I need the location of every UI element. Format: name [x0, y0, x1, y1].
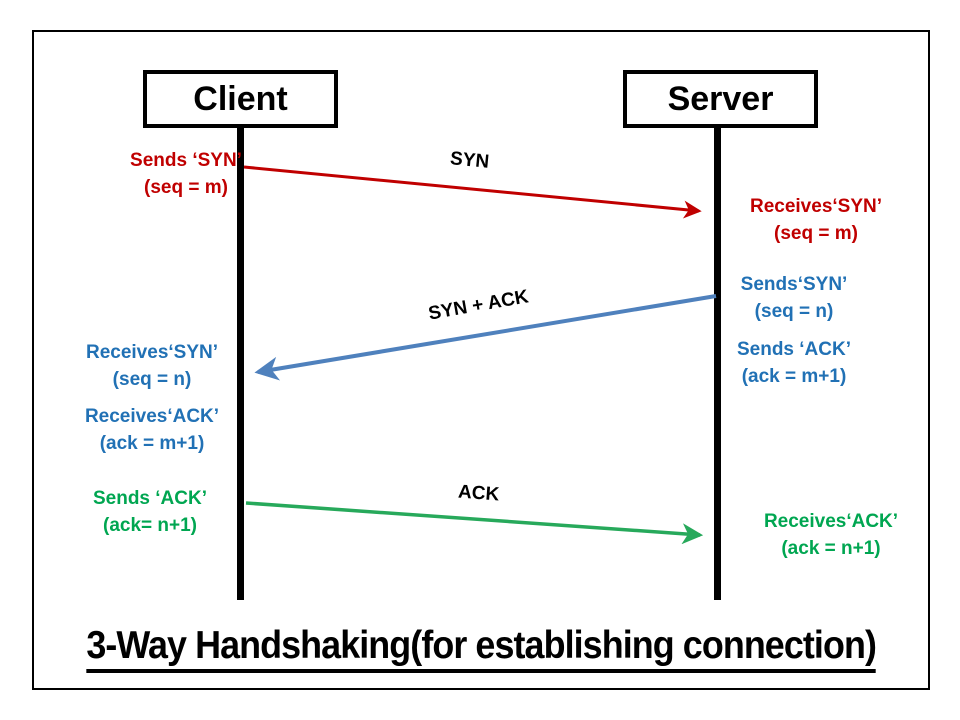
note-line: (ack = m+1) — [99, 433, 205, 454]
note-line: Sends‘SYN’ — [740, 274, 848, 295]
client-label: Client — [193, 79, 288, 118]
note-client-receives-syn: Receives‘SYN’ (seq = n) — [62, 339, 242, 393]
ack-arrow-label: ACK — [457, 481, 500, 506]
note-server-receives-syn: Receives‘SYN’ (seq = m) — [722, 193, 910, 247]
note-client-sends-ack: Sends ‘ACK’ (ack= n+1) — [60, 485, 240, 539]
slide-title-bar: 3-Way Handshaking(for establishing conne… — [34, 618, 928, 678]
note-line: (ack = n+1) — [781, 538, 881, 559]
slide-title: 3-Way Handshaking(for establishing conne… — [86, 624, 877, 673]
note-line: Receives‘SYN’ — [749, 196, 883, 217]
note-server-sends-ack: Sends ‘ACK’ (ack = m+1) — [704, 336, 884, 390]
note-client-sends-syn: Sends ‘SYN’ (seq = m) — [96, 147, 276, 201]
note-line: Receives‘ACK’ — [84, 406, 220, 427]
note-line: (seq = n) — [112, 369, 192, 390]
note-line: (seq = m) — [144, 177, 228, 198]
note-line: Sends ‘ACK’ — [92, 488, 208, 509]
server-label: Server — [667, 79, 774, 118]
note-line: (seq = n) — [754, 301, 834, 322]
syn-arrow-label: SYN — [449, 148, 491, 173]
server-actor-box: Server — [623, 70, 818, 128]
note-line: (seq = m) — [774, 223, 858, 244]
note-line: Receives‘SYN’ — [85, 342, 219, 363]
note-line: Sends ‘SYN’ — [130, 150, 242, 171]
note-line: (ack= n+1) — [103, 515, 197, 536]
note-line: (ack = m+1) — [741, 366, 847, 387]
client-lifeline — [237, 126, 244, 600]
note-line: Sends ‘ACK’ — [736, 339, 852, 360]
note-client-receives-ack: Receives‘ACK’ (ack = m+1) — [62, 403, 242, 457]
note-server-sends-syn: Sends‘SYN’ (seq = n) — [704, 271, 884, 325]
client-actor-box: Client — [143, 70, 338, 128]
note-server-receives-ack: Receives‘ACK’ (ack = n+1) — [738, 508, 924, 562]
server-lifeline — [714, 127, 721, 600]
note-line: Receives‘ACK’ — [763, 511, 899, 532]
